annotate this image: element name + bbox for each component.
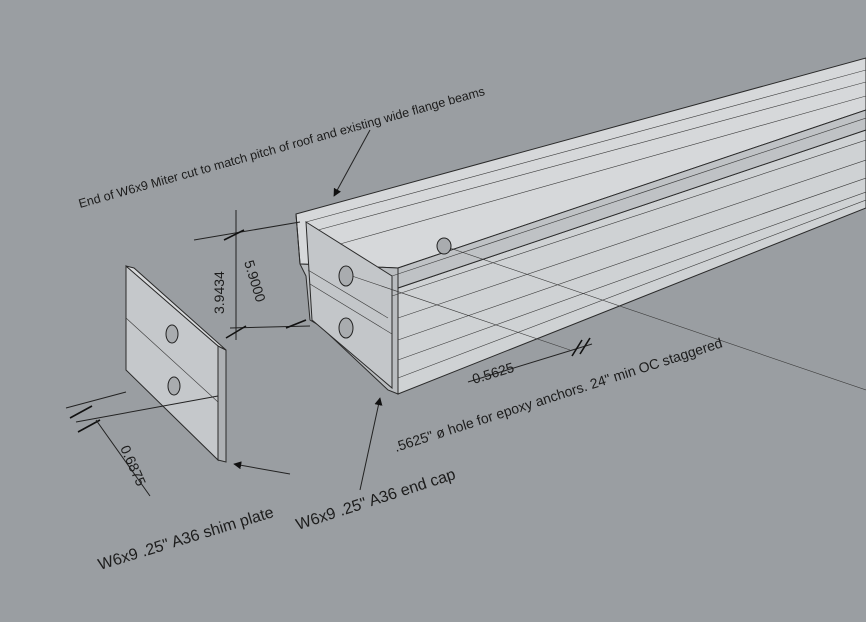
- end-cap-hole-upper: [338, 265, 354, 287]
- shim-plate-note: W6x9 .25" A36 shim plate: [96, 504, 276, 574]
- end-cap-hole-lower: [338, 317, 354, 339]
- dimension-hole-offset: [467, 337, 593, 383]
- w6x9-beam: [295, 57, 866, 395]
- miter-leader: [333, 129, 371, 197]
- dim-height-outer: 3.9434: [211, 271, 227, 314]
- dim-plate-thickness: 0.6875: [117, 443, 149, 489]
- end-cap-plate: [305, 221, 393, 390]
- dimension-height: [193, 210, 311, 340]
- beam-hole-top: [436, 237, 452, 255]
- shim-hole-lower: [167, 376, 181, 396]
- dimension-plate-thickness: [65, 391, 219, 497]
- dim-height-inner: 5.9000: [241, 258, 269, 304]
- shim-hole-upper: [165, 324, 179, 344]
- shim-plate-leader: [233, 461, 291, 475]
- shim-plate: [125, 264, 227, 463]
- end-cap-leader: [359, 397, 383, 491]
- end-cap-note: W6x9 .25" A36 end cap: [294, 466, 458, 534]
- dim-hole-offset: 0.5625: [470, 359, 516, 387]
